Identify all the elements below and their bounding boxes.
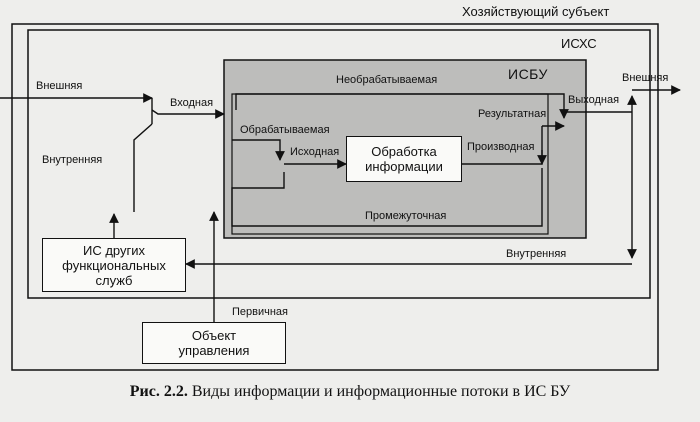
caption-text: Виды информации и информационные потоки … [191,383,571,400]
other-is-box: ИС других функциональных служб [42,238,186,292]
label-derived: Производная [467,141,535,153]
label-internal-right: Внутренняя [506,248,567,260]
label-source: Исходная [290,146,340,158]
frame-business-entity [11,23,659,371]
label-result: Результатная [478,108,547,120]
label-processed: Обрабатываемая [240,124,330,136]
control-object-box: Объект управления [142,322,286,364]
isbu-title: ИСБУ [508,66,548,82]
label-external-out: Внешняя [622,72,669,84]
flow-lines [0,85,681,322]
label-external-in: Внешняя [36,80,83,92]
figure-caption: Рис. 2.2. Виды информации и информационн… [0,383,700,401]
caption-prefix: Рис. 2.2. [129,383,188,400]
label-intermediate: Промежуточная [365,210,447,222]
iskhs-title: ИСХС [561,36,597,51]
outer-title: Хозяйствующий субъект [462,4,610,19]
label-internal-left: Внутренняя [42,154,103,166]
processing-box: Обработка информации [346,136,462,182]
label-input: Входная [170,97,214,109]
label-unprocessed: Необрабатываемая [336,74,438,86]
label-primary: Первичная [232,306,289,318]
frame-iskhs [27,29,651,299]
label-output: Выходная [568,94,620,106]
